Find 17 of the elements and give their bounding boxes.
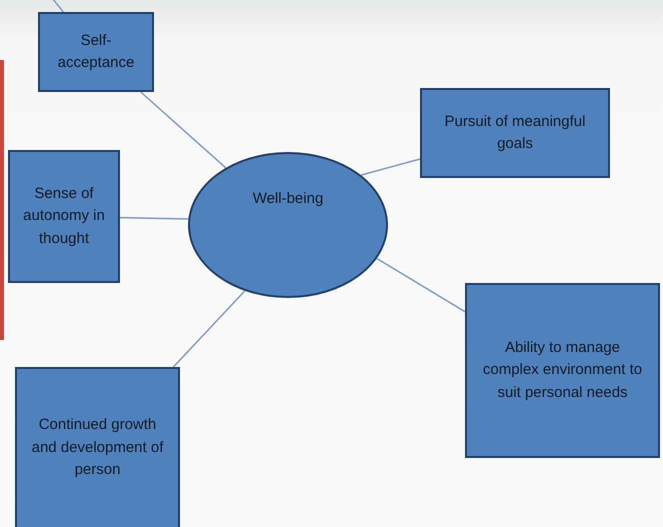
concept-box <box>15 367 180 527</box>
concept-box <box>8 150 120 283</box>
node-label: Ability to manage complex environment to suit personal needs <box>482 338 644 403</box>
connector-line <box>376 258 466 312</box>
node-label: Continued growth and development of person <box>30 415 164 480</box>
connector-line <box>172 290 246 368</box>
node-label: Pursuit of meaningful goals <box>444 112 586 154</box>
concept-box <box>465 283 660 458</box>
connector-line <box>360 158 420 176</box>
connector-line <box>120 216 188 220</box>
node-label: Sense of autonomy in thought <box>22 184 106 249</box>
concept-box <box>420 88 610 178</box>
connector-line <box>140 91 226 168</box>
concept-box <box>38 12 154 92</box>
connector-line <box>51 0 64 12</box>
node-label: Well-being <box>252 189 324 209</box>
node-label: Self-acceptance <box>56 30 136 73</box>
